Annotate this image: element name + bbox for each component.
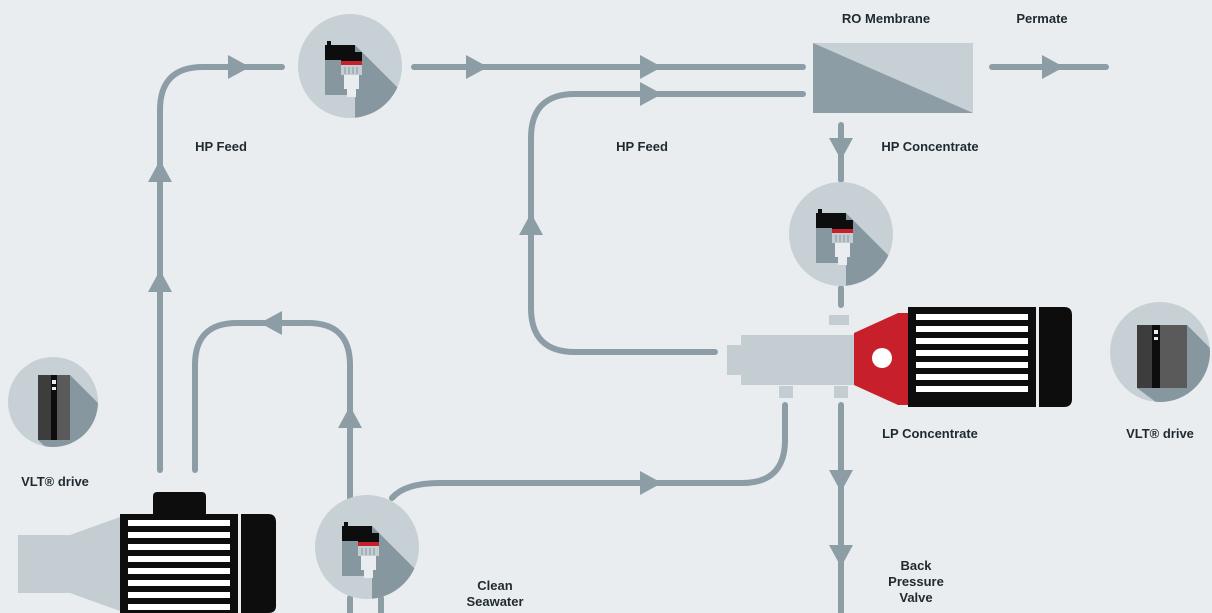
motor-icon: [908, 307, 1072, 407]
flow-arrow-icon: [640, 82, 662, 106]
flow-arrow-icon: [148, 270, 172, 292]
flow-arrow-icon: [829, 138, 853, 160]
vlt-drive-icon: [8, 357, 98, 447]
pipe-clean-seawater: [389, 402, 788, 501]
flow-arrow-icon: [260, 311, 282, 335]
label-back-pressure-line3: Valve: [899, 590, 933, 605]
label-back-pressure-valve: Back Pressure Valve: [866, 558, 966, 606]
flow-arrow-icon: [829, 470, 853, 492]
pipe-hp-feed-recirc: [528, 91, 806, 355]
label-hp-feed-left: HP Feed: [195, 139, 247, 154]
pump-icon: [727, 313, 908, 405]
label-lp-concentrate: LP Concentrate: [882, 426, 978, 441]
label-clean-seawater-line1: Clean: [477, 578, 513, 593]
ro-membrane-icon: [813, 43, 973, 113]
flow-arrow-icon: [1042, 55, 1064, 79]
label-clean-seawater: Clean Seawater: [445, 578, 545, 610]
flow-arrow-icon: [338, 406, 362, 428]
label-hp-feed-center: HP Feed: [616, 139, 668, 154]
label-vlt-drive-right: VLT® drive: [1126, 426, 1194, 441]
flow-arrow-icon: [466, 55, 488, 79]
label-clean-seawater-line2: Seawater: [466, 594, 524, 609]
pipe-hp-feed-left: [157, 64, 285, 473]
flow-arrow-icon: [228, 55, 250, 79]
pressure-transmitter-icon: [789, 182, 893, 286]
flow-arrow-icon: [148, 160, 172, 182]
label-hp-concentrate: HP Concentrate: [881, 139, 979, 154]
label-permate: Permate: [1016, 11, 1068, 26]
label-ro-membrane: RO Membrane: [841, 11, 931, 26]
flow-arrow-icon: [829, 545, 853, 567]
motor-icon: [18, 492, 276, 613]
pressure-transmitter-icon: [298, 14, 402, 118]
pressure-transmitter-icon: [315, 495, 419, 599]
flow-arrow-icon: [640, 55, 662, 79]
pipe-motor-loop: [192, 320, 353, 503]
label-back-pressure-line2: Pressure: [888, 574, 944, 589]
label-back-pressure-line1: Back: [900, 558, 932, 573]
vlt-drive-icon: [1110, 302, 1210, 402]
flow-arrows: [148, 55, 1064, 567]
flow-arrow-icon: [519, 213, 543, 235]
label-vlt-drive-left: VLT® drive: [21, 474, 89, 489]
flow-arrow-icon: [640, 471, 662, 495]
